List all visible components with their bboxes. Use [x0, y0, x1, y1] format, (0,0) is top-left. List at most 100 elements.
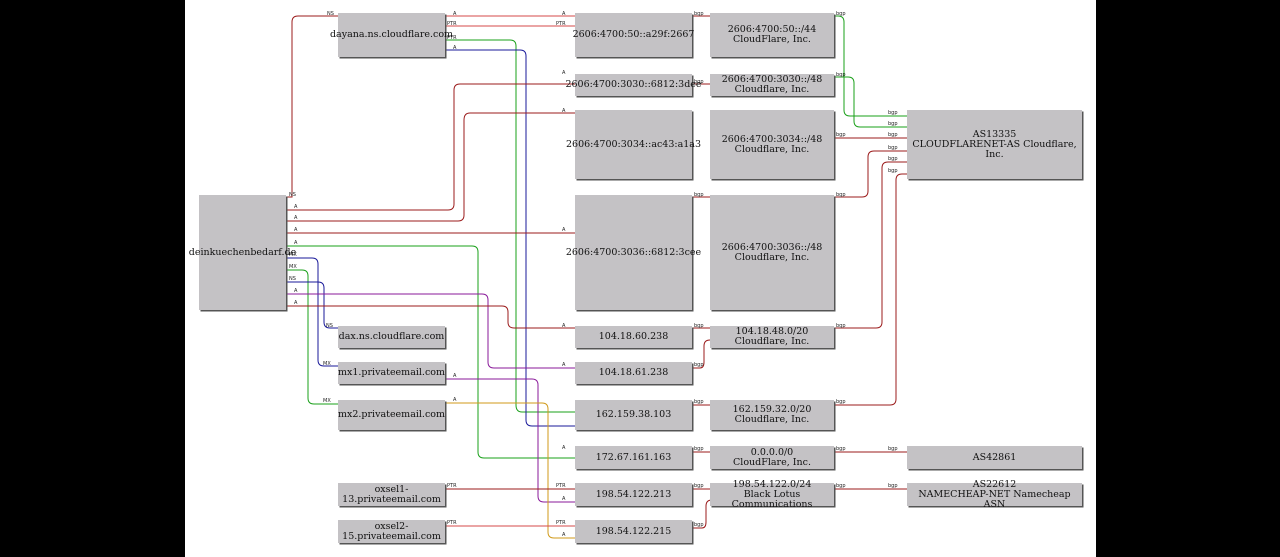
edge-label-a-3cee-dst: A: [562, 227, 566, 233]
node-pfx-0-label: 0.0.0.0/0 CloudFlare, Inc.: [733, 446, 811, 468]
edge-label-as-3030-dst: bgp: [888, 121, 898, 127]
edge-label-a-172-dst: A: [562, 445, 566, 451]
edge-label-mx2-215-dst: A: [562, 532, 566, 538]
edge-label-dayana-a-dst: A: [562, 11, 566, 17]
edge-label-dayana-ptr-dst: PTR: [556, 21, 566, 27]
edge-label-mx2-215: A: [453, 397, 457, 403]
node-ip4-213-label: 198.54.122.213: [595, 488, 672, 500]
edge-label-mx-mx1-dst: MX: [323, 361, 331, 367]
node-as42861: AS42861: [907, 446, 1082, 469]
edge-label-bgp-215: bgp: [694, 522, 704, 528]
node-mx2-label: mx2.privateemail.com: [338, 409, 446, 420]
node-ip4-60-238: 104.18.60.238: [575, 326, 692, 348]
edge-label-as-50-dst: bgp: [888, 110, 898, 116]
node-domain-label: deinkuechenbedarf.de: [188, 246, 297, 258]
edge-label-as-3034-dst: bgp: [888, 132, 898, 138]
node-pfx-162-label: 162.159.32.0/20 Cloudflare, Inc.: [732, 404, 812, 425]
edge-label-as-162-dst: bgp: [888, 168, 898, 174]
edge-ns-dayana: [286, 15, 338, 198]
edge-a-61: [286, 293, 575, 369]
node-pfx-104-label: 104.18.48.0/20 Cloudflare, Inc.: [734, 326, 810, 347]
node-pfx-3034: 2606:4700:3034::/48 Cloudflare, Inc.: [710, 110, 834, 179]
edge-label-ns-dax-dst: NS: [326, 323, 333, 329]
node-as13335-label: AS13335 CLOUDFLARENET-AS Cloudflare, Inc…: [912, 128, 1077, 160]
edge-label-bgp-162: bgp: [694, 399, 704, 405]
node-ip6-2667-label: 2606:4700:50::a29f:2667: [572, 29, 695, 40]
edge-dayana-blue: [445, 49, 575, 427]
node-ns-dayana-label: dayana.ns.cloudflare.com: [329, 29, 454, 40]
edge-label-as-3034: bgp: [836, 132, 846, 138]
edge-label-as-0: bgp: [836, 446, 846, 452]
edge-label-as-0-dst: bgp: [888, 446, 898, 452]
edge-ns-dax: [286, 281, 338, 329]
node-ip6-a1a3-label: 2606:4700:3034::ac43:a1a3: [565, 138, 702, 150]
node-as22612: AS22612 NAMECHEAP-NET Namecheap ASN: [907, 479, 1082, 509]
edge-label-a-61: A: [294, 288, 298, 294]
edge-label-a-3dee: A: [294, 204, 298, 210]
node-ip4-162-label: 162.159.38.103: [595, 409, 672, 420]
node-oxsel2: oxsel2-15.privateemail.com: [338, 520, 445, 543]
edge-as-3036: [834, 150, 907, 198]
edge-label-a-172: A: [294, 240, 298, 246]
node-mx2: mx2.privateemail.com: [338, 400, 445, 430]
node-pfx-3030-label: 2606:4700:3030::/48 Cloudflare, Inc.: [721, 74, 823, 95]
node-pfx-198-label: 198.54.122.0/24 Black Lotus Communicatio…: [731, 478, 813, 510]
edge-label-dayana-blue: A: [453, 45, 457, 51]
edge-a-a1a3: [286, 112, 575, 222]
edge-mx-mx1: [286, 257, 338, 367]
node-as42861-label: AS42861: [972, 451, 1017, 463]
edge-label-dayana-ptr: PTR: [447, 21, 457, 27]
edge-label-as-198: bgp: [836, 483, 846, 489]
edge-a-3dee: [286, 83, 575, 211]
edge-label-a-60: A: [294, 300, 298, 306]
edge-label-a-61-dst: A: [562, 362, 566, 368]
node-pfx-0: 0.0.0.0/0 CloudFlare, Inc.: [710, 446, 834, 469]
node-ip6-2667: 2606:4700:50::a29f:2667: [572, 13, 695, 57]
edge-label-mx-mx1: MX: [289, 252, 297, 258]
node-pfx-50-label: 2606:4700:50::/44 CloudFlare, Inc.: [727, 24, 817, 45]
edge-bgp-215: [692, 499, 713, 529]
node-pfx-3034-label: 2606:4700:3034::/48 Cloudflare, Inc.: [721, 133, 823, 155]
node-mx1-label: mx1.privateemail.com: [338, 367, 446, 378]
edge-label-mx-mx2: MX: [289, 264, 297, 270]
edge-label-bgp-3dee: bgp: [694, 79, 704, 85]
node-ip4-61-238: 104.18.61.238: [575, 362, 692, 384]
edge-dayana-green: [445, 39, 575, 413]
edge-label-ptr-oxsel1: PTR: [447, 483, 457, 489]
node-ip6-3dee: 2606:4700:3030::6812:3dee: [565, 74, 702, 96]
edge-label-dayana-a: A: [453, 11, 457, 17]
edge-label-as-162: bgp: [836, 399, 846, 405]
node-ip4-215-label: 198.54.122.215: [595, 525, 672, 537]
edge-as-104: [834, 161, 907, 329]
edge-mx2-215: [445, 402, 575, 539]
edge-label-ptr-oxsel2: PTR: [447, 520, 457, 526]
edge-label-mx1-213-dst: A: [562, 496, 566, 502]
edge-label-bgp-3cee: bgp: [694, 192, 704, 198]
node-ns-dayana: dayana.ns.cloudflare.com: [330, 13, 453, 57]
edge-label-bgp-172: bgp: [694, 446, 704, 452]
edge-label-bgp-61: bgp: [694, 362, 704, 368]
edge-label-as-104: bgp: [836, 323, 846, 329]
edge-label-a-3dee-dst: A: [562, 70, 566, 76]
node-ip4-213: 198.54.122.213: [575, 483, 692, 506]
edge-label-bgp-213: bgp: [694, 483, 704, 489]
node-ns-dax-label: dax.ns.cloudflare.com: [338, 331, 445, 342]
node-oxsel2-label: oxsel2-15.privateemail.com: [342, 520, 441, 542]
edge-label-a-a1a3-dst: A: [562, 108, 566, 114]
edge-label-ns-dax: NS: [289, 276, 296, 282]
node-ns-dax: dax.ns.cloudflare.com: [338, 326, 445, 348]
node-pfx-3036-label: 2606:4700:3036::/48 Cloudflare, Inc.: [721, 241, 823, 263]
edge-label-a-a1a3: A: [294, 215, 298, 221]
edge-label-ns-dayana: NS: [327, 11, 334, 17]
edge-label-ptr-oxsel2-dst: PTR: [556, 520, 566, 526]
edge-label-bgp-60: bgp: [694, 323, 704, 329]
edge-label-dayana-green: PTR: [447, 35, 457, 41]
node-ip4-172-label: 172.67.161.163: [595, 451, 672, 463]
node-ip4-60-238-label: 104.18.60.238: [598, 331, 669, 342]
edge-label-a-3cee: A: [294, 227, 298, 233]
node-ip6-3cee: 2606:4700:3036::6812:3cee: [566, 195, 701, 310]
node-pfx-104: 104.18.48.0/20 Cloudflare, Inc.: [710, 326, 834, 348]
node-oxsel1: oxsel1-13.privateemail.com: [338, 483, 445, 506]
node-ip6-3cee-label: 2606:4700:3036::6812:3cee: [565, 246, 702, 258]
